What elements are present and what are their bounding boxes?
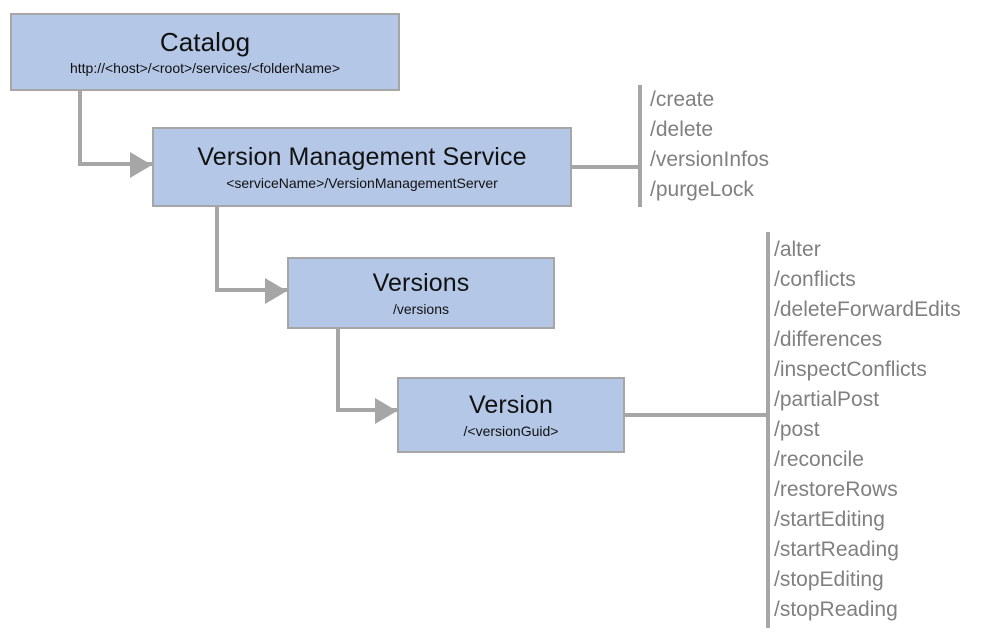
operation-item[interactable]: /purgeLock: [650, 178, 754, 201]
node-catalog-subtitle: http://<host>/<root>/services/<folderNam…: [69, 60, 341, 76]
node-catalog[interactable]: Catalog http://<host>/<root>/services/<f…: [10, 13, 400, 91]
operation-item[interactable]: /inspectConflicts: [774, 358, 927, 381]
operation-item[interactable]: /restoreRows: [774, 478, 898, 501]
node-version-management-service-subtitle: <serviceName>/VersionManagementServer: [226, 174, 498, 191]
connector-versions-to-version-vertical: [336, 329, 340, 412]
arrowhead-versions-to-version: [375, 398, 397, 424]
node-catalog-title: Catalog: [159, 26, 251, 57]
bracket-service-operations: [638, 85, 642, 207]
connector-version-to-operations: [625, 413, 770, 417]
operation-item[interactable]: /post: [774, 418, 820, 441]
node-versions-subtitle: /versions: [392, 300, 450, 317]
operation-item[interactable]: /stopEditing: [774, 568, 884, 591]
node-version[interactable]: Version /<versionGuid>: [397, 377, 625, 453]
node-versions[interactable]: Versions /versions: [287, 257, 555, 329]
connector-catalog-to-service-horizontal: [78, 162, 176, 166]
node-version-management-service-title: Version Management Service: [197, 142, 527, 171]
operation-item[interactable]: /alter: [774, 238, 821, 261]
operation-item[interactable]: /create: [650, 88, 715, 111]
node-version-title: Version: [468, 390, 554, 419]
service-operations-list: /create/delete/versionInfos/purgeLock: [650, 85, 769, 205]
node-versions-title: Versions: [372, 268, 470, 297]
node-version-subtitle: /<versionGuid>: [463, 422, 559, 439]
operation-item[interactable]: /reconcile: [774, 448, 864, 471]
arrowhead-catalog-to-service: [130, 152, 152, 178]
version-operations-list: /alter/conflicts/deleteForwardEdits/diff…: [774, 235, 961, 625]
connector-service-to-versions-vertical: [215, 207, 219, 292]
connector-service-to-versions-horizontal: [215, 288, 311, 292]
arrowhead-service-to-versions: [265, 278, 287, 304]
node-version-management-service[interactable]: Version Management Service <serviceName>…: [152, 127, 572, 207]
operation-item[interactable]: /versionInfos: [650, 148, 770, 171]
bracket-version-operations: [766, 232, 770, 628]
operation-item[interactable]: /stopReading: [774, 598, 898, 621]
operation-item[interactable]: /startEditing: [774, 508, 885, 531]
operation-item[interactable]: /differences: [774, 328, 883, 351]
operation-item[interactable]: /delete: [650, 118, 714, 141]
connector-catalog-to-service-vertical: [78, 91, 82, 166]
connector-service-to-operations: [572, 165, 642, 169]
operation-item[interactable]: /deleteForwardEdits: [774, 298, 961, 321]
operation-item[interactable]: /partialPost: [774, 388, 880, 411]
operation-item[interactable]: /startReading: [774, 538, 899, 561]
operation-item[interactable]: /conflicts: [774, 268, 856, 291]
